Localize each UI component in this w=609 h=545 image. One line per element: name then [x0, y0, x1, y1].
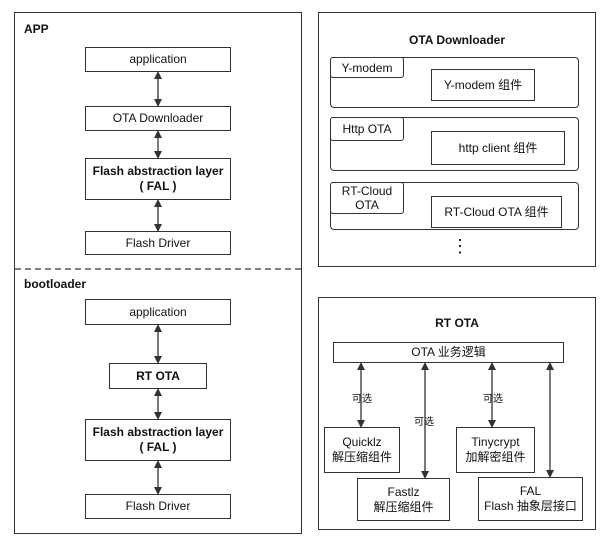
ota-logic-box: OTA 业务逻辑 [333, 342, 564, 363]
optional-label-fastlz: 可选 [414, 417, 434, 428]
app-application-box: application [85, 47, 231, 72]
http-ota-tab: Http OTA [330, 117, 404, 141]
ymodem-tab: Y-modem [330, 57, 404, 78]
ellipsis: ⋮ [451, 236, 469, 256]
bootloader-title: bootloader [24, 277, 86, 291]
ota-downloader-title: OTA Downloader [409, 33, 505, 47]
ymodem-component-box: Y-modem 组件 [431, 69, 535, 101]
fal-interface-box: FAL Flash 抽象层接口 [478, 477, 583, 521]
rt-ota-title: RT OTA [435, 316, 479, 330]
optional-label-quicklz: 可选 [352, 394, 372, 405]
app-fal-box: Flash abstraction layer ( FAL ) [85, 158, 231, 200]
app-ota-downloader-box: OTA Downloader [85, 106, 231, 131]
boot-flash-driver-box: Flash Driver [85, 494, 231, 519]
boot-rt-ota-box: RT OTA [109, 363, 207, 389]
fastlz-box: Fastlz 解压缩组件 [357, 478, 450, 521]
boot-fal-box: Flash abstraction layer ( FAL ) [85, 419, 231, 461]
quicklz-box: Quicklz 解压缩组件 [324, 427, 400, 473]
rt-cloud-component-box: RT-Cloud OTA 组件 [431, 196, 562, 228]
boot-application-box: application [85, 299, 231, 325]
optional-label-tinycrypt: 可选 [483, 394, 503, 405]
http-client-component-box: http client 组件 [431, 131, 565, 165]
app-title: APP [24, 22, 49, 36]
tinycrypt-box: Tinycrypt 加解密组件 [456, 427, 535, 473]
app-flash-driver-box: Flash Driver [85, 231, 231, 255]
rt-cloud-tab: RT-Cloud OTA [330, 182, 404, 214]
